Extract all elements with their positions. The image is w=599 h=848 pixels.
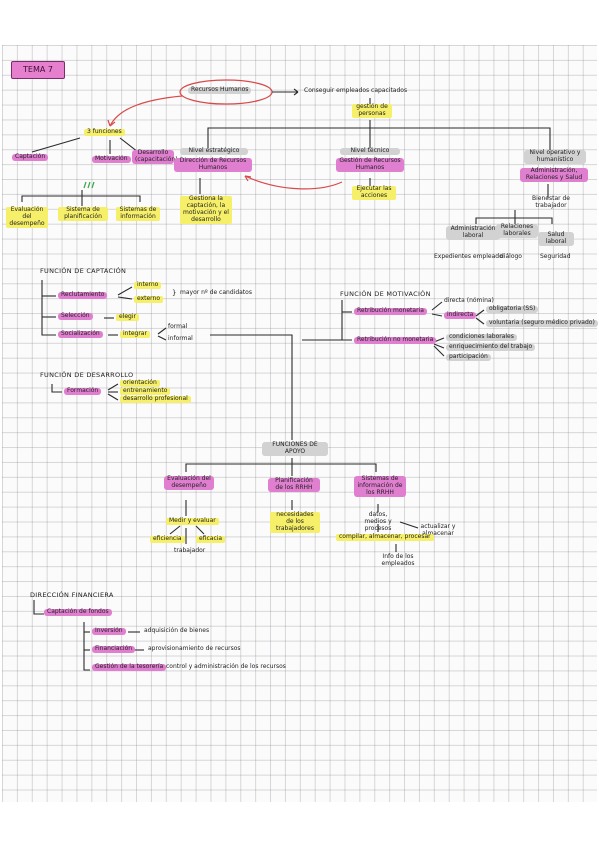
fdesarrollo-title: FUNCIÓN DE DESARROLLO — [40, 371, 134, 379]
reclutamiento-label: Reclutamiento — [58, 291, 108, 299]
red-arrow-to-funciones — [109, 95, 183, 127]
apoyo-title: FUNCIONES DE APOYO — [262, 441, 328, 456]
gestion-rrhh: Gestión de Recursos Humanos — [336, 157, 404, 172]
informal-label: informal — [168, 335, 193, 342]
ejecutar-acciones: Ejecutar las acciones — [352, 185, 396, 200]
apoyo-sistemas: Sistemas de información de los RRHH — [354, 475, 406, 497]
niveles-bracket — [207, 127, 551, 150]
compilar-label: compilar, almacenar, procesar — [336, 533, 434, 541]
gestion-personas-label: gestión de personas — [352, 103, 392, 118]
condiciones-label: condiciones laborales — [446, 333, 517, 341]
sistemas-bracket — [21, 195, 141, 202]
hijo-salud-sub: Seguridad — [540, 253, 571, 260]
apoyo-evaluacion: Evaluación del desempeño — [164, 475, 214, 490]
tema-title: TEMA 7 — [11, 61, 65, 79]
captacion-fondos: Captación de fondos — [44, 608, 112, 616]
fmotivacion-title: FUNCIÓN DE MOTIVACIÓN — [340, 290, 431, 298]
nivel-tecnico: Nivel técnico — [340, 147, 400, 155]
fin-inversion-valor: adquisición de bienes — [144, 627, 210, 634]
tres-funciones-label: 3 funciones — [84, 128, 125, 136]
conseguir-label: Conseguir empleados capacitados — [304, 87, 408, 94]
trabajador-label: trabajador — [174, 547, 206, 554]
elegir-label: elegir — [116, 313, 139, 321]
desarrollo-item-profesional: desarrollo profesional — [120, 395, 191, 403]
bienestar-label: Bienestar de trabajador — [532, 195, 570, 209]
grid-paper-sheet — [2, 45, 597, 802]
fin-inversion: Inversión — [92, 627, 126, 635]
fin-financiacion-valor: aprovisionamiento de recursos — [148, 645, 241, 652]
sistema-evaluacion: Evaluación del desempeño — [6, 206, 48, 228]
nivel-estrategico: Nivel estratégico — [180, 147, 248, 155]
sistema-planificacion: Sistema de planificación — [58, 206, 108, 221]
brace-mayor: } — [172, 289, 177, 297]
desarrollo-item-entrenamiento: entrenamiento — [120, 387, 171, 395]
socializacion-label: Socialización — [58, 330, 103, 338]
apoyo-bracket — [185, 463, 377, 472]
interno-label: interno — [134, 281, 162, 289]
motivacion-label: Motivación — [92, 155, 131, 163]
hijo-admin-laboral: Administración laboral — [446, 225, 500, 240]
direccion-rrhh: Dirección de Recursos Humanos — [174, 157, 252, 172]
hijo-relaciones: Relaciones laborales — [496, 223, 538, 238]
retribucion-monetaria: Retribución monetaria — [354, 307, 427, 315]
gestiona-label: Gestiona la captación, la motivación y e… — [180, 195, 232, 224]
datos-label: datos, medios y procesos — [364, 511, 392, 532]
mayor-label: mayor nº de candidatos — [180, 289, 252, 296]
directa-label: directa (nómina) — [444, 297, 494, 304]
retribucion-no-monetaria: Retribución no monetaria — [354, 336, 437, 344]
seleccion-label: Selección — [58, 312, 93, 320]
desarrollo-label: Desarrollo (capacitación) — [132, 149, 178, 164]
necesidades-label: necesidades de los trabajadores — [270, 511, 320, 533]
line-to-apoyo — [210, 334, 293, 440]
formal-label: formal — [168, 323, 188, 330]
admin-relaciones-salud: Administración, Relaciones y Salud — [520, 167, 588, 182]
red-arrow-back — [244, 175, 343, 190]
fin-financiacion: Financiación — [92, 645, 136, 653]
hijo-salud: Salud laboral — [538, 231, 574, 246]
formacion-label: Formación — [64, 387, 102, 395]
fin-tesoreria-valor: control y administración de los recursos — [166, 663, 286, 670]
eficiencia-label: eficiencia — [150, 535, 185, 543]
info-empleados: Info de los empleados — [381, 553, 415, 567]
captacion-label: Captación — [12, 153, 49, 161]
financiera-title: DIRECCIÓN FINANCIERA — [30, 591, 114, 599]
participacion-label: participación — [446, 353, 491, 361]
medir-label: Medir y evaluar — [166, 517, 219, 525]
integrar-label: integrar — [120, 330, 150, 338]
obligatoria-label: obligatoria (SS) — [486, 305, 539, 313]
nivel-operativo: Nivel operativo y humanístico — [524, 149, 586, 164]
hijo-admin-sub: Expedientes empleado — [434, 253, 503, 260]
indirecta-label: indirecta — [444, 311, 477, 319]
actualizar-label: actualizar y almacenar — [420, 523, 456, 537]
voluntaria-label: voluntaria (seguro médico privado) — [486, 319, 598, 327]
enriquecimiento-label: enriquecimiento del trabajo — [446, 343, 536, 351]
fin-tesoreria: Gestión de la tesorería — [92, 663, 167, 671]
desarrollo-item-orientacion: orientación — [120, 379, 160, 387]
rrhh-label: Recursos Humanos — [188, 86, 252, 94]
apoyo-planificacion: Planificación de los RRHH — [268, 477, 320, 492]
hijo-relaciones-sub: diálogo — [500, 253, 522, 260]
sistema-informacion: Sistemas de información — [116, 206, 160, 221]
eficacia-label: eficacia — [196, 535, 226, 543]
externo-label: externo — [134, 295, 164, 303]
fcaptacion-title: FUNCIÓN DE CAPTACIÓN — [40, 267, 127, 275]
